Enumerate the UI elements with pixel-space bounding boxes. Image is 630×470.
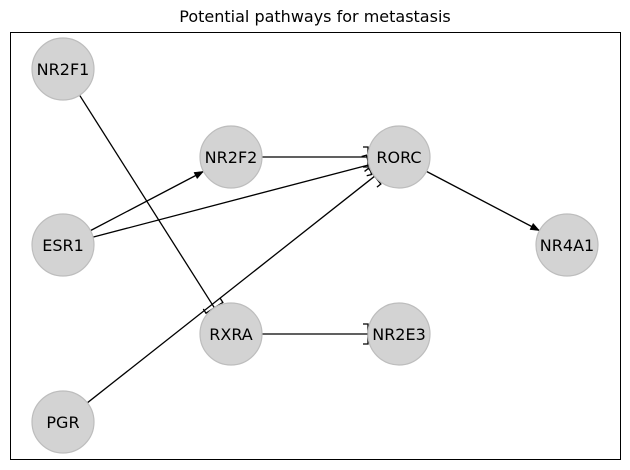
node-label: NR2F2 [205, 148, 258, 167]
plot-frame [10, 32, 621, 460]
edge-RORC-NR4A1 [426, 170, 541, 232]
node-label: ESR1 [42, 236, 84, 255]
node-circle [367, 302, 431, 366]
node-label: NR4A1 [540, 236, 594, 255]
node-nr2f1: NR2F1 [31, 37, 95, 101]
node-circle [367, 125, 431, 189]
edge-PGR-RORC [86, 167, 382, 404]
edge-ESR1-NR2F2 [90, 170, 205, 232]
edge-RXRA-NR2E3 [262, 323, 369, 345]
node-label: NR2F1 [37, 60, 90, 79]
edge-NR2F2-RORC [262, 146, 369, 168]
edge-line [92, 164, 370, 238]
node-label: NR2E3 [372, 325, 426, 344]
edge-NR2F1-RXRA [79, 94, 224, 315]
node-pgr: PGR [31, 390, 95, 454]
node-rxra: RXRA [199, 302, 263, 366]
arrowhead-marker [193, 171, 205, 180]
node-nr2f2: NR2F2 [199, 125, 263, 189]
node-circle [535, 213, 599, 277]
diagram-title: Potential pathways for metastasis [179, 7, 451, 26]
node-circle [199, 125, 263, 189]
edge-line [426, 170, 540, 232]
node-esr1: ESR1 [31, 213, 95, 277]
node-label: RORC [376, 148, 421, 167]
node-circle [31, 37, 95, 101]
node-nr2e3: NR2E3 [367, 302, 431, 366]
node-circle [31, 213, 95, 277]
node-circle [31, 390, 95, 454]
edge-layer [79, 94, 541, 404]
edge-line [86, 175, 376, 404]
node-label: RXRA [209, 325, 253, 344]
node-nr4a1: NR4A1 [535, 213, 599, 277]
node-circle [199, 302, 263, 366]
node-rorc: RORC [367, 125, 431, 189]
node-label: PGR [46, 413, 79, 432]
edge-line [90, 170, 204, 232]
arrowhead-marker [529, 222, 541, 231]
